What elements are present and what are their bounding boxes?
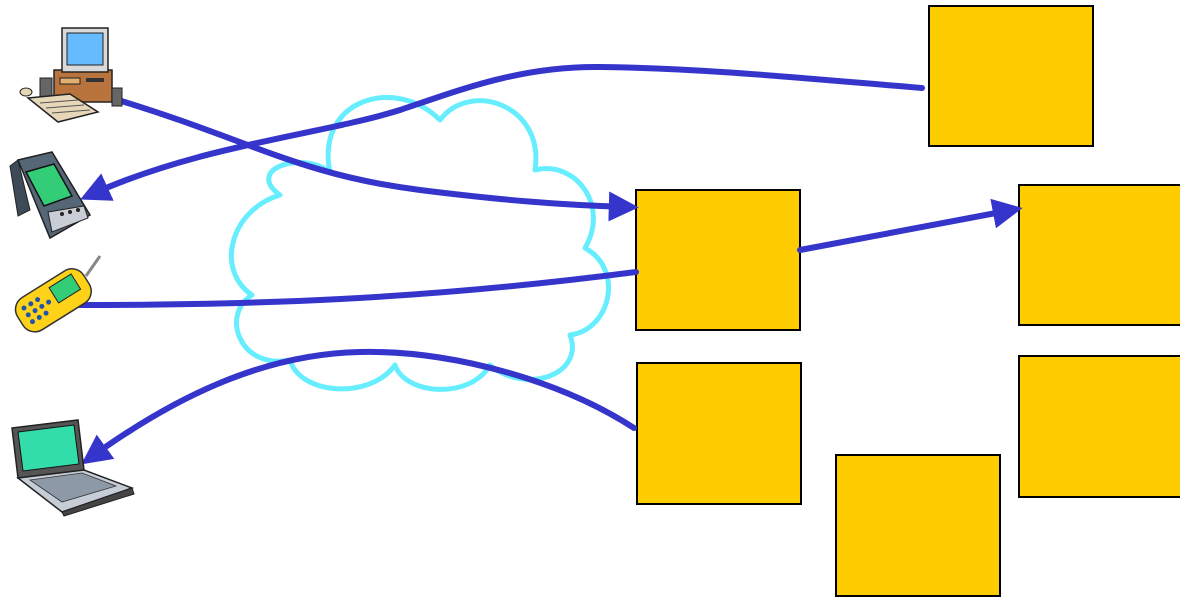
arrow-desktop-to-server-middle [115,97,639,222]
cloud-icon [228,94,611,392]
server-right [1018,184,1180,326]
laptop-icon [11,419,135,517]
server-top-right [928,5,1094,147]
server-bottom [835,454,1001,597]
arrow-server-middle-to-server-right [797,198,1023,253]
arrow-phone-to-server-middle [75,269,639,308]
desktop-computer-icon [19,27,123,123]
pda-icon [9,151,92,240]
server-middle [635,189,801,331]
arrow-server-lower-middle-to-laptop [81,348,637,465]
arrow-server-top-right-to-pda [80,63,925,201]
server-lower-right [1018,355,1180,498]
mobile-phone-icon [14,255,102,333]
server-lower-middle [636,362,802,505]
